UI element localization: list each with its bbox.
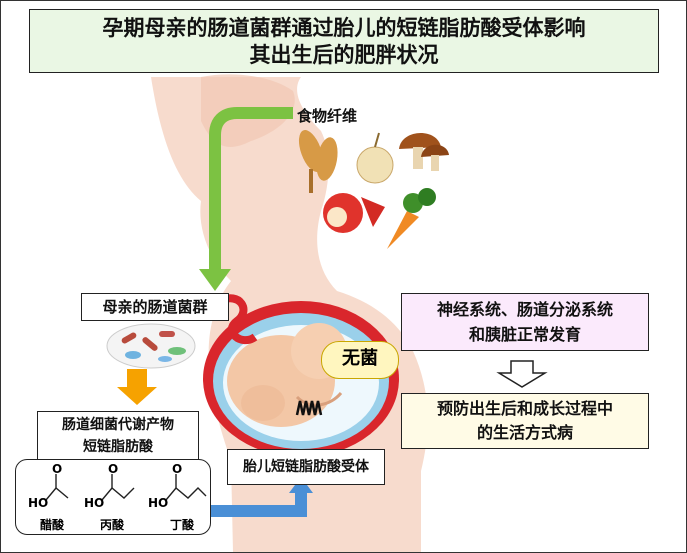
title-box: 孕期母亲的肠道菌群通过胎儿的短链脂肪酸受体影响 其出生后的肥胖状况: [29, 9, 659, 73]
propionic-acid-oxygen: O: [108, 462, 119, 476]
prevention-box: 预防出生后和成长过程中 的生活方式病: [401, 393, 649, 449]
outline-arrow-down: [496, 360, 548, 388]
acetic-acid-label: 醋酸: [40, 518, 65, 532]
metabolite-line-1: 肠道细菌代谢产物: [62, 417, 174, 433]
metabolite-line-2: 短链脂肪酸: [83, 439, 153, 455]
intestine-coil: [217, 294, 258, 345]
blue-arrow-head: [289, 477, 313, 493]
development-line-2: 和胰脏正常发育: [468, 325, 581, 344]
apple-icon: [323, 193, 385, 233]
title-line-2: 其出生后的肥胖状况: [249, 43, 439, 67]
mushroom-icon: [399, 132, 449, 171]
propionic-acid-label: 丙酸: [100, 518, 125, 532]
green-arrow-food-to-gut: [209, 107, 293, 271]
development-box: 神经系统、肠道分泌系统 和胰脏正常发育: [401, 293, 649, 351]
butyric-acid-oxygen: O: [172, 462, 183, 476]
bacteria-icon: [106, 323, 196, 369]
acetic-acid-oxygen: O: [52, 462, 63, 476]
molecule-structures: [45, 474, 207, 501]
carrot-icon: [387, 188, 436, 249]
green-arrow-head: [199, 269, 231, 291]
fetal-receptor-label: 胎儿短链脂肪酸受体: [227, 449, 385, 485]
food-fiber-label: 食物纤维: [297, 107, 358, 125]
sterile-label: 无菌: [321, 341, 399, 379]
propionic-acid-hydroxyl: HO: [84, 496, 105, 510]
blue-arrow-scfa-to-receptor: [211, 489, 307, 517]
mother-microbiota-label: 母亲的肠道菌群: [81, 293, 229, 321]
butyric-acid-hydroxyl: HO: [148, 496, 169, 510]
development-line-1: 神经系统、肠道分泌系统: [436, 300, 613, 319]
orange-arrow-down: [117, 369, 157, 405]
metabolite-label: 肠道细菌代谢产物 短链脂肪酸: [37, 411, 199, 461]
wheat-icon: [298, 130, 338, 193]
title-line-1: 孕期母亲的肠道菌群通过胎儿的短链脂肪酸受体影响: [102, 16, 586, 40]
butyric-acid-label: 丁酸: [170, 518, 195, 532]
prevention-line-2: 的生活方式病: [476, 423, 573, 442]
onion-icon: [356, 132, 394, 184]
acetic-acid-hydroxyl: HO: [28, 496, 49, 510]
receptor-coil-icon: [295, 400, 323, 416]
scfa-molecules-panel: O HO 醋酸 O HO 丙酸 O HO 丁酸: [15, 459, 211, 535]
prevention-line-1: 预防出生后和成长过程中: [436, 399, 613, 418]
